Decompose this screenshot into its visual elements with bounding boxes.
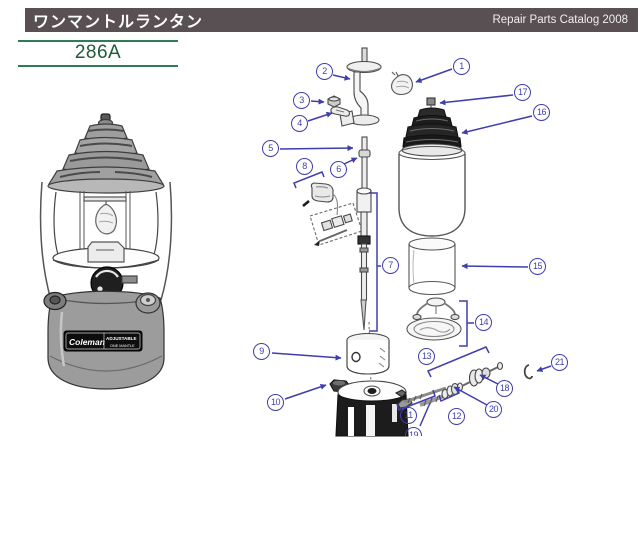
callout-3: 3 bbox=[293, 92, 310, 109]
callout-11: 11 bbox=[400, 407, 417, 424]
callout-5: 5 bbox=[262, 140, 279, 157]
callout-16: 16 bbox=[533, 104, 550, 121]
callout-2: 2 bbox=[316, 63, 333, 80]
page-title: ワンマントルランタン bbox=[33, 14, 204, 31]
tank-label-brand: Coleman bbox=[69, 337, 105, 347]
callout-9: 9 bbox=[253, 343, 270, 360]
callout-7: 7 bbox=[382, 257, 399, 274]
callout-21: 21 bbox=[551, 354, 568, 371]
callout-14: 14 bbox=[475, 314, 492, 331]
callout-1: 1 bbox=[453, 58, 470, 75]
model-number-block: 286A bbox=[18, 40, 178, 67]
header-bar: ワンマントルランタン Repair Parts Catalog 2008 bbox=[25, 8, 638, 32]
tank-label: Coleman ADJUSTABLE ONE MANTLE bbox=[63, 330, 143, 352]
tank-label-line1: ADJUSTABLE bbox=[106, 336, 137, 341]
lantern-illustration: Coleman ADJUSTABLE ONE MANTLE bbox=[39, 113, 173, 390]
tank-label-line2: ONE MANTLE bbox=[110, 344, 135, 348]
callout-13: 13 bbox=[418, 348, 435, 365]
model-number: 286A bbox=[74, 42, 122, 63]
exploded-parts-diagram bbox=[271, 47, 552, 437]
callout-20: 20 bbox=[485, 401, 502, 418]
callout-17: 17 bbox=[514, 84, 531, 101]
callout-8: 8 bbox=[296, 158, 313, 175]
callout-15: 15 bbox=[529, 258, 546, 275]
callout-19-clipped: 19 bbox=[405, 427, 423, 436]
callout-12: 12 bbox=[448, 408, 465, 425]
catalog-label: Repair Parts Catalog 2008 bbox=[492, 14, 628, 26]
callout-19: 19 bbox=[405, 427, 422, 436]
callout-4: 4 bbox=[291, 115, 308, 132]
callout-10: 10 bbox=[267, 394, 284, 411]
callout-6: 6 bbox=[330, 161, 347, 178]
callout-18: 18 bbox=[496, 380, 513, 397]
